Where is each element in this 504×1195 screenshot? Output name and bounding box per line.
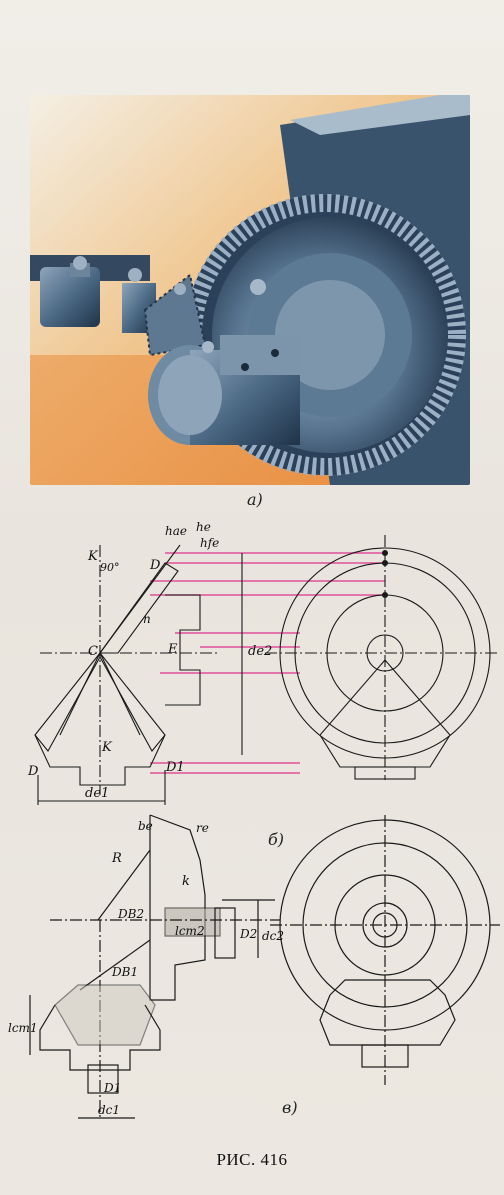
assembly-drawing: R be re k DB2 lcm2 D2 dc2 DB1 lcm1 D1 dc… bbox=[8, 814, 500, 1120]
label-k: k bbox=[182, 874, 190, 889]
label-db2: DB2 bbox=[117, 907, 144, 921]
illustration-svg bbox=[30, 95, 470, 485]
bevel-gear-illustration bbox=[30, 95, 470, 485]
label-d2: D2 bbox=[239, 927, 257, 941]
panel-c-label: в) bbox=[282, 1098, 298, 1117]
label-de1: de1 bbox=[85, 786, 109, 801]
label-angle: 90° bbox=[100, 561, 120, 574]
figure-caption: РИС. 416 bbox=[216, 1150, 288, 1169]
label-n: n bbox=[143, 612, 151, 626]
panel-a-label: а) bbox=[247, 490, 263, 509]
label-hfe: hfe bbox=[200, 536, 219, 550]
label-db1: DB1 bbox=[111, 965, 138, 979]
label-lcm1: lcm1 bbox=[8, 1021, 38, 1035]
label-k-bottom: K bbox=[101, 740, 113, 755]
label-de2: de2 bbox=[248, 644, 272, 659]
panel-b-label: б) bbox=[268, 830, 285, 849]
label-e: E bbox=[167, 642, 178, 657]
label-dc1: dc1 bbox=[98, 1103, 120, 1117]
label-hae: hae bbox=[165, 524, 187, 538]
construction-drawing: K 90° D hae he hfe n C E de2 K D D1 de1 bbox=[27, 520, 500, 805]
label-c: C bbox=[88, 644, 98, 659]
gear-teeth bbox=[184, 194, 466, 476]
label-k-top: K bbox=[87, 549, 99, 564]
label-r: R bbox=[111, 851, 122, 866]
projection-lines bbox=[150, 552, 385, 774]
label-he: he bbox=[196, 520, 211, 534]
label-dc2: dc2 bbox=[262, 929, 284, 943]
label-re: re bbox=[196, 821, 209, 835]
label-be: be bbox=[138, 819, 153, 833]
label-lcm2: lcm2 bbox=[175, 924, 205, 938]
label-d1: D1 bbox=[165, 760, 185, 775]
label-d-left: D bbox=[27, 764, 39, 779]
label-d1: D1 bbox=[103, 1081, 121, 1095]
label-d-top: D bbox=[149, 558, 161, 573]
